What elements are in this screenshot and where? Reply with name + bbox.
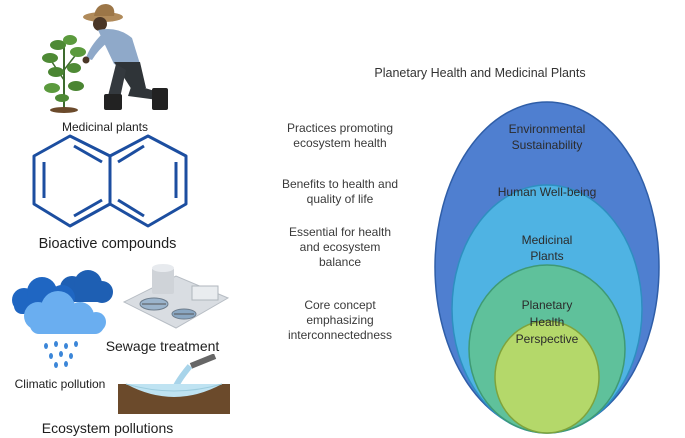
rain-cloud-icon (12, 270, 113, 368)
nested-circles-diagram (434, 101, 660, 434)
farmer-planting-illustration (42, 4, 168, 113)
diagram-title: Planetary Health and Medicinal Plants (374, 66, 586, 80)
ring-planetary-health (494, 320, 600, 434)
medicinal-plants-label: Medicinal plants (61, 120, 149, 134)
ring-label-human-well-being: Human Well-being (497, 185, 597, 199)
climatic-pollution-label: Climatic pollution (14, 377, 106, 391)
bioactive-compound-structure-icon (32, 134, 188, 228)
plant-icon (42, 35, 86, 108)
sewage-treatment-label: Sewage treatment (105, 338, 220, 354)
bioactive-compounds-label: Bioactive compounds (38, 236, 177, 252)
sewage-treatment-plant-icon (122, 264, 230, 329)
ecosystem-pollutions-label: Ecosystem pollutions (41, 420, 174, 436)
wastewater-discharge-icon (118, 354, 230, 414)
